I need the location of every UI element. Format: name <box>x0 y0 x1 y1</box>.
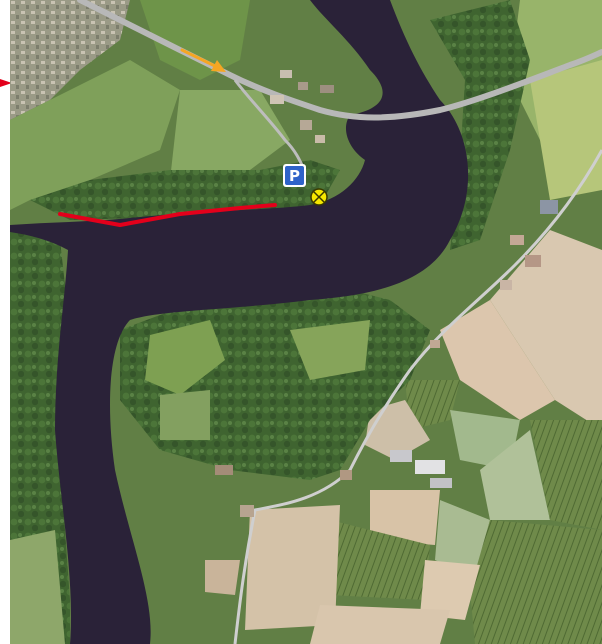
field-pale-8 <box>205 560 240 595</box>
edge-arrow-icon <box>0 79 12 87</box>
field-pale-5 <box>245 505 340 630</box>
field-vine-2 <box>530 420 602 530</box>
field-pale-7 <box>310 605 450 644</box>
field-pale-1 <box>490 230 602 430</box>
field-green-2 <box>480 430 550 520</box>
town-northwest <box>10 0 130 120</box>
road-east <box>233 149 602 644</box>
field-east-2 <box>530 60 602 200</box>
clearing-peninsula-1 <box>145 320 225 395</box>
parking-marker[interactable]: P <box>283 164 306 187</box>
field-north-2 <box>140 0 250 80</box>
field-north-1 <box>10 60 180 210</box>
field-green-3 <box>435 500 490 580</box>
river <box>10 0 469 644</box>
road-village <box>233 79 307 173</box>
crossed-circle-icon[interactable] <box>310 188 328 206</box>
aerial-map[interactable]: P <box>10 0 602 644</box>
village-north <box>270 70 334 143</box>
field-vine-3 <box>470 520 602 644</box>
clearing-peninsula-3 <box>160 390 210 440</box>
parking-label: P <box>289 167 300 185</box>
field-pale-4 <box>370 490 440 545</box>
farm-buildings-east <box>430 200 558 348</box>
field-vine-4 <box>330 520 430 600</box>
map-canvas[interactable]: P <box>10 0 602 644</box>
clearing-peninsula-2 <box>290 320 370 380</box>
farm-buildings-south <box>215 450 452 517</box>
forest-northeast <box>430 0 530 250</box>
field-north-3 <box>170 90 290 180</box>
hiking-trail <box>58 203 277 227</box>
arrow-icon <box>180 48 226 72</box>
field-vine-1 <box>405 380 460 430</box>
field-southwest <box>10 530 65 644</box>
field-pale-2 <box>440 300 555 420</box>
field-pale-6 <box>420 560 480 620</box>
